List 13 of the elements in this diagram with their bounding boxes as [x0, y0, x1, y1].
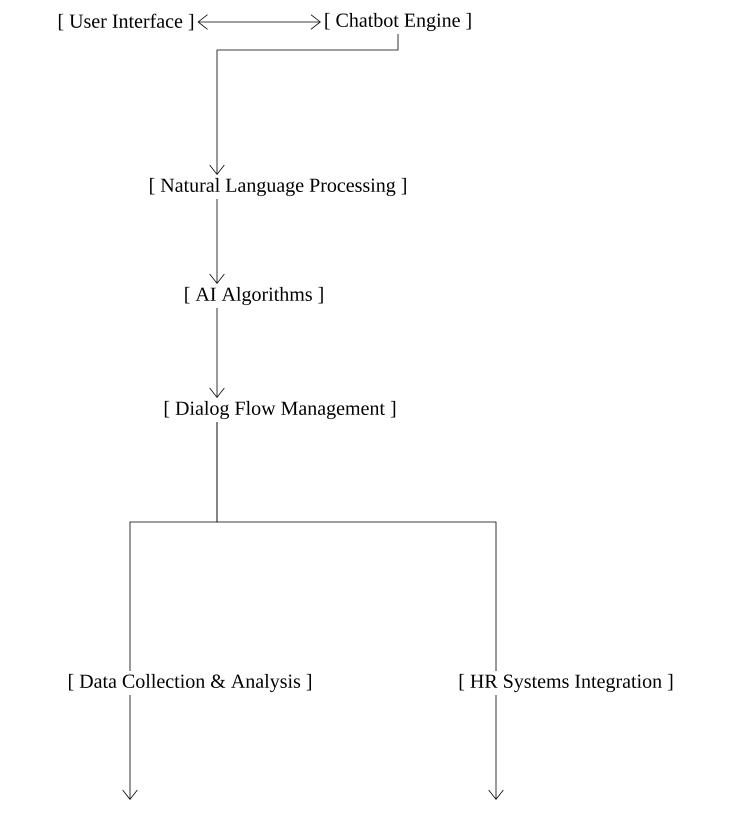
arrow	[209, 34, 398, 175]
bracketed-label: [ User Interface ]	[58, 14, 194, 30]
bracketed-label: [ Natural Language Processing ]	[150, 178, 406, 196]
arrow	[488, 694, 504, 800]
arrow	[209, 308, 225, 398]
bracketed-label: [ Data Collection & Analysis ]	[69, 674, 311, 692]
arrow	[209, 198, 225, 284]
bracketed-label: [ Chatbot Engine ]	[325, 12, 471, 32]
arrow	[198, 14, 321, 30]
bracketed-label: [ AI Algorithms ]	[185, 286, 323, 306]
arrow	[122, 694, 138, 800]
bracketed-label: [ HR Systems Integration ]	[460, 674, 672, 692]
bracketed-label: [ Dialog Flow Management ]	[164, 400, 396, 420]
